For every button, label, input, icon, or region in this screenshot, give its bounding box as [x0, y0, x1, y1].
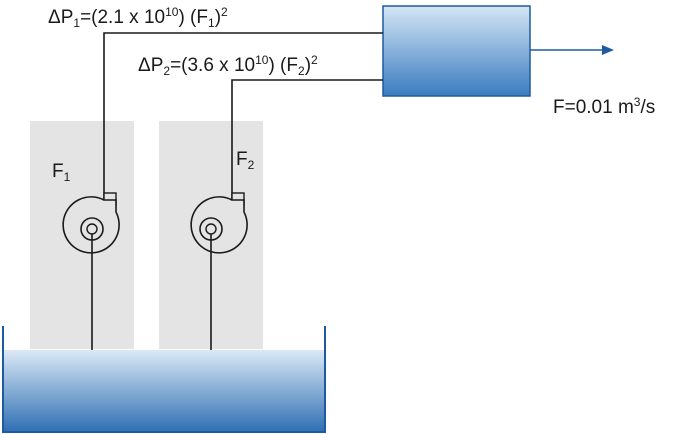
pipe-1 [103, 32, 383, 200]
pump-2-icon [190, 196, 248, 254]
equation-dp1: ΔP1=(2.1 x 1010) (F1)2 [48, 5, 228, 30]
upper-tank [382, 5, 531, 97]
pump-1-icon [62, 196, 120, 254]
pipe-2 [231, 79, 383, 200]
pump-1-label: F1 [52, 161, 71, 184]
lower-reservoir-water [3, 350, 325, 432]
outflow-arrow-icon [530, 45, 614, 55]
equation-dp2: ΔP2=(3.6 x 1010) (F2)2 [138, 53, 318, 78]
outflow-label: F=0.01 m3/s [553, 95, 656, 118]
lower-reservoir-wall [2, 326, 326, 433]
pump-2-label: F2 [236, 149, 255, 172]
